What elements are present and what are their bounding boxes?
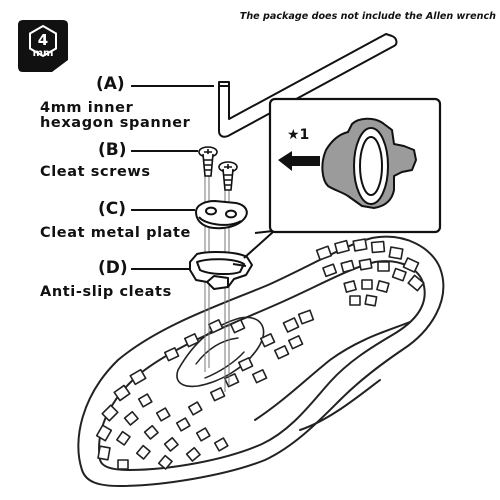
part-a-name-line1: 4mm inner: [40, 100, 134, 116]
anti-slip-cleat: [189, 251, 253, 290]
sole-tread-lugs: [95, 238, 425, 470]
leader-lines: [131, 85, 214, 270]
hex-size-badge: 4 mm: [18, 20, 68, 72]
cycling-shoe-sole: [77, 235, 445, 487]
cleat-screw-2: [218, 161, 238, 191]
cleat-detail-illustration: [321, 117, 417, 209]
allen-wrench: [218, 33, 398, 138]
part-c-letter: (C): [98, 199, 127, 219]
part-b-letter: (B): [98, 140, 127, 160]
badge-size-unit: mm: [32, 48, 54, 59]
left-arrow-icon: [278, 151, 320, 171]
hex-size-badge-shape: [18, 20, 68, 72]
part-d-name: Anti-slip cleats: [40, 284, 172, 300]
part-d-letter: (D): [98, 258, 128, 278]
cleat-metal-plate: [195, 200, 248, 230]
cleat-detail-callout: [243, 97, 442, 259]
callout-star-marker: ★1: [287, 127, 310, 143]
part-a-letter: (A): [96, 74, 125, 94]
cleat-screw-1: [198, 146, 218, 177]
part-b-name: Cleat screws: [40, 164, 151, 180]
badge-size-number: 4: [37, 31, 49, 49]
part-a-name-line2: hexagon spanner: [40, 115, 191, 131]
package-note: The package does not include the Allen w…: [239, 11, 496, 22]
part-c-name: Cleat metal plate: [40, 225, 191, 241]
